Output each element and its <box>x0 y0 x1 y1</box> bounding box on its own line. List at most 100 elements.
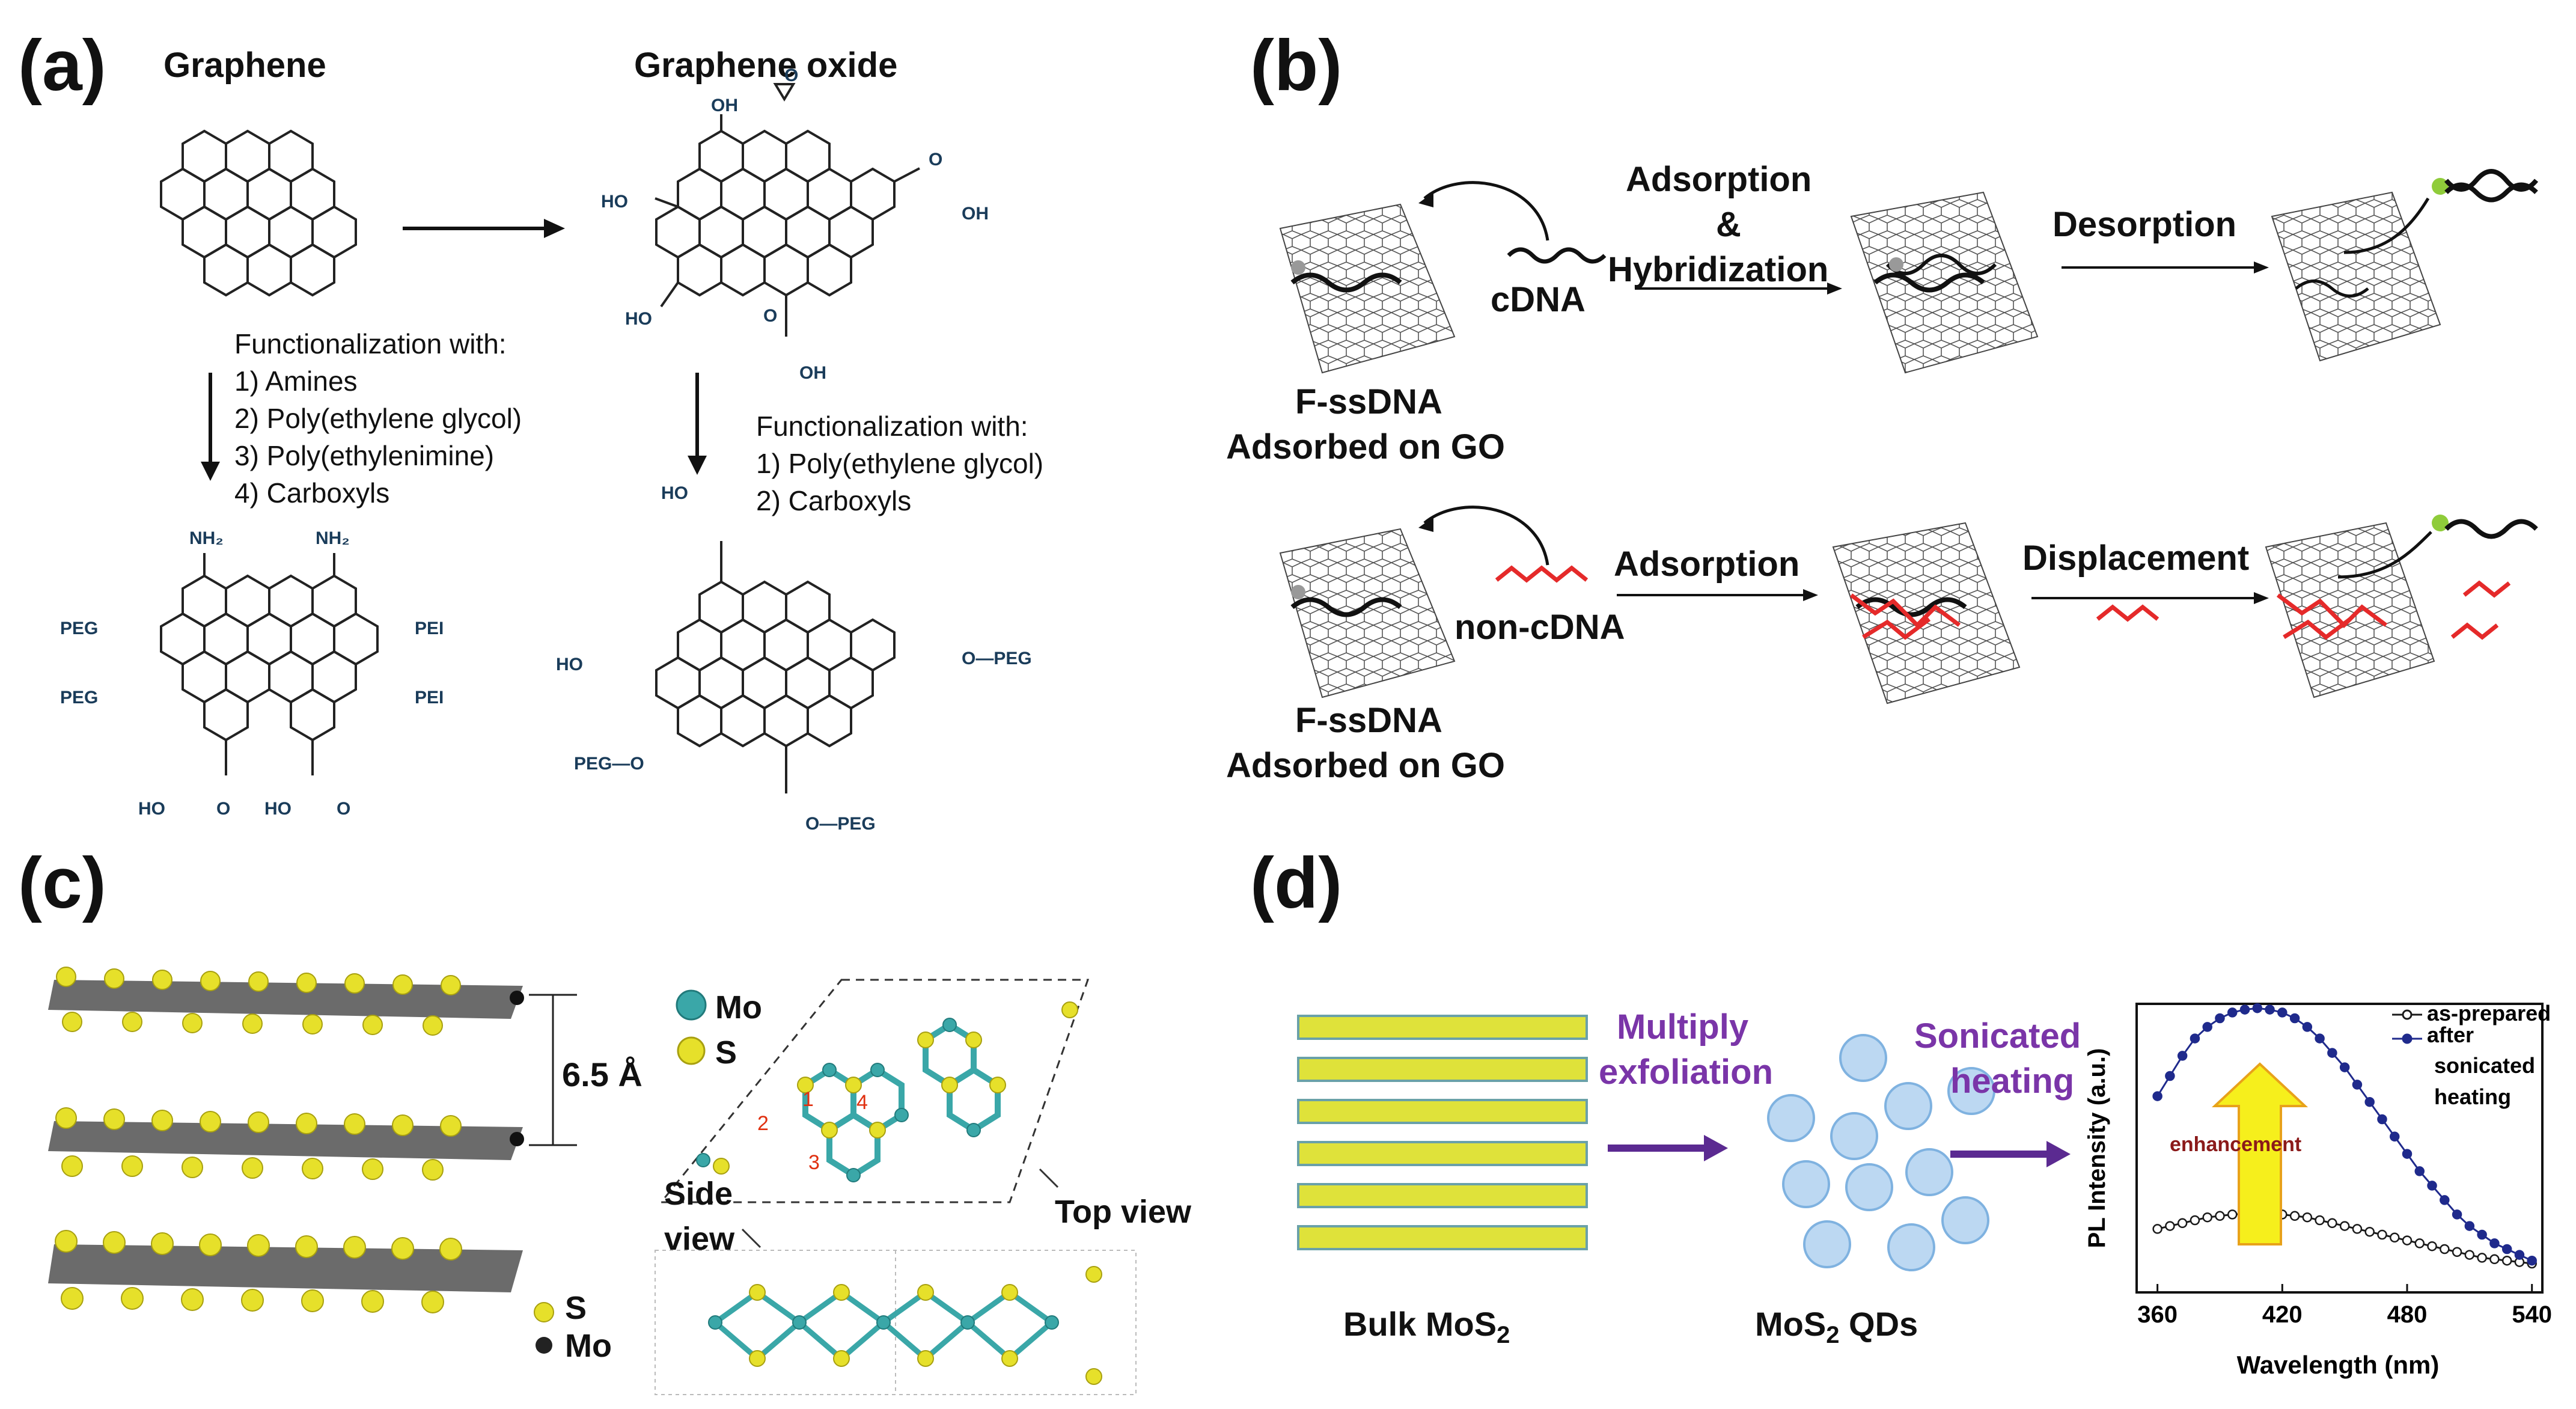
adsorption-hybridization-2: & <box>1716 205 1741 244</box>
pl-ylabel: PL Intensity (a.u.) <box>2084 1048 2110 1249</box>
pl-point-1-1 <box>2165 1071 2175 1081</box>
mos2-layer-3 <box>48 1230 523 1313</box>
pl-point-0-21 <box>2414 1238 2425 1249</box>
pl-point-1-8 <box>2252 1003 2263 1013</box>
pl-point-1-23 <box>2440 1195 2450 1205</box>
pl-point-1-25 <box>2464 1221 2475 1231</box>
legend-marker-as-prepared <box>2402 1009 2413 1020</box>
pl-point-1-18 <box>2377 1114 2387 1125</box>
desorption-label: Desorption <box>2053 205 2237 244</box>
svg-text:HO: HO <box>264 799 291 819</box>
pl-point-1-19 <box>2389 1131 2400 1142</box>
func-left-item-1: 1) Amines <box>234 365 358 397</box>
pl-point-0-5 <box>2215 1211 2225 1221</box>
pl-point-0-11 <box>2289 1211 2300 1221</box>
graphene-title: Graphene <box>163 46 326 85</box>
pl-point-1-6 <box>2227 1007 2238 1018</box>
svg-text:NH₂: NH₂ <box>189 528 224 548</box>
mos2-qds-label: MoS2 QDs <box>1755 1304 1918 1349</box>
svg-text:HO: HO <box>556 655 583 674</box>
pl-point-0-26 <box>2477 1253 2487 1263</box>
func-left-item-2: 2) Poly(ethylene glycol) <box>234 403 522 434</box>
fssdna-label-1: F-ssDNA <box>1295 382 1442 421</box>
side-view-label-1: Side <box>664 1176 733 1212</box>
panel-c-diagram: 3 2 1 4 <box>48 967 1137 1395</box>
pl-xtick-label-3: 540 <box>2512 1301 2552 1328</box>
pl-point-0-18 <box>2377 1229 2387 1240</box>
pl-point-1-9 <box>2265 1004 2275 1015</box>
pl-point-0-16 <box>2352 1224 2363 1234</box>
svg-text:4: 4 <box>856 1091 868 1114</box>
pl-point-0-12 <box>2302 1212 2313 1223</box>
pl-xtick-label-2: 480 <box>2387 1301 2428 1328</box>
panel-d-arrow-2 <box>1950 1141 2071 1167</box>
pl-point-0-4 <box>2202 1212 2212 1223</box>
pl-point-1-12 <box>2302 1022 2313 1032</box>
svg-text:HO: HO <box>601 192 628 212</box>
pl-point-0-24 <box>2452 1247 2462 1258</box>
pl-point-1-2 <box>2177 1051 2188 1061</box>
legend-mo-bottom: Mo <box>565 1328 612 1364</box>
svg-text:NH₂: NH₂ <box>316 528 350 548</box>
pl-point-0-20 <box>2402 1235 2413 1245</box>
legend-heating: heating <box>2434 1084 2511 1109</box>
svg-text:O: O <box>216 799 230 819</box>
pl-series-group <box>2152 1003 2537 1269</box>
pl-xlabel: Wavelength (nm) <box>2237 1351 2440 1379</box>
pl-point-1-17 <box>2364 1096 2375 1107</box>
panel-b-diagram <box>1279 169 2539 704</box>
svg-text:2: 2 <box>757 1112 769 1135</box>
func-right-item-1: 1) Poly(ethylene glycol) <box>756 448 1044 479</box>
bulk-mos2-label: Bulk MoS2 <box>1343 1304 1510 1349</box>
pl-point-1-13 <box>2315 1033 2325 1044</box>
svg-text:O—PEG: O—PEG <box>962 649 1032 668</box>
func-right-item-2: 2) Carboxyls <box>756 485 912 516</box>
pl-point-1-0 <box>2152 1091 2162 1101</box>
qds-suffix: QDs <box>1839 1305 1918 1343</box>
svg-text:OH: OH <box>962 204 989 224</box>
bulk-mos2-subscript: 2 <box>1497 1322 1510 1349</box>
bulk-mos2-text: Bulk MoS <box>1343 1305 1497 1343</box>
panel-c-letter: (c) <box>18 843 106 923</box>
adsorption-hybridization-1: Adsorption <box>1626 160 1812 199</box>
pl-point-1-24 <box>2452 1209 2462 1220</box>
legend-sonicated: sonicated <box>2434 1053 2535 1078</box>
pl-point-1-29 <box>2514 1250 2525 1260</box>
svg-text:OH: OH <box>711 96 738 115</box>
pl-point-1-27 <box>2489 1238 2500 1249</box>
legend-s-top: S <box>715 1035 737 1071</box>
pl-point-0-15 <box>2339 1221 2350 1231</box>
pl-point-1-26 <box>2477 1229 2487 1240</box>
legend-s-bottom: S <box>565 1290 587 1326</box>
functionalized-graphene-molecule <box>160 553 379 775</box>
svg-text:HO: HO <box>661 483 688 503</box>
pl-point-1-3 <box>2190 1033 2200 1044</box>
pl-point-1-4 <box>2202 1022 2212 1032</box>
graphene-oxide-title: Graphene oxide <box>634 46 898 85</box>
pl-point-0-25 <box>2464 1250 2475 1260</box>
pl-point-1-11 <box>2289 1013 2300 1024</box>
plot-frame <box>2135 1003 2544 1294</box>
pl-point-0-23 <box>2440 1244 2450 1255</box>
pl-point-1-7 <box>2239 1004 2250 1015</box>
legend-marker-after <box>2402 1033 2413 1044</box>
cdna-label: cDNA <box>1491 280 1586 319</box>
displacement-label: Displacement <box>2022 539 2250 578</box>
bulk-mos2-stack <box>1297 1015 1588 1250</box>
pl-point-1-20 <box>2402 1149 2413 1159</box>
pl-point-0-3 <box>2190 1215 2200 1226</box>
svg-text:PEG—O: PEG—O <box>574 754 644 774</box>
top-view-label: Top view <box>1055 1194 1192 1230</box>
pl-point-0-17 <box>2364 1226 2375 1237</box>
func-left-item-3: 3) Poly(ethylenimine) <box>234 440 495 471</box>
pl-point-1-16 <box>2352 1080 2363 1090</box>
panel-a-structures: OH O HO HO O OH OH O NH₂ NH₂ PEG PEG PEI… <box>60 66 1032 834</box>
pl-point-1-21 <box>2414 1166 2425 1176</box>
svg-text:3: 3 <box>808 1151 820 1174</box>
pl-point-0-6 <box>2227 1209 2238 1220</box>
graphene-oxide-molecule <box>655 83 920 337</box>
qds-subscript: 2 <box>1826 1322 1840 1349</box>
panel-d-letter: (d) <box>1250 843 1343 923</box>
